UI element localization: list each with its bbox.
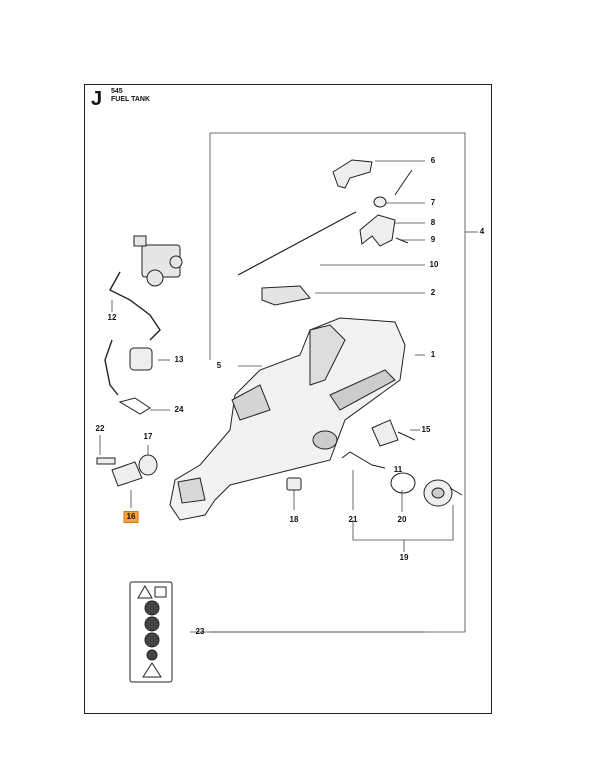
part-number-18: 18 [289, 515, 299, 524]
fuel-hose [104, 271, 161, 396]
part-number-5: 5 [216, 361, 222, 370]
leader-lines [99, 132, 478, 633]
part-number-23: 23 [195, 627, 205, 636]
part-number-9: 9 [430, 235, 436, 244]
throttle-handle-parts [332, 159, 413, 247]
part-number-24: 24 [174, 405, 184, 414]
annular-buffer [371, 419, 416, 447]
section-title: FUEL TANK [111, 96, 151, 103]
clamp [118, 397, 151, 415]
part-number-16-highlighted: 16 [123, 511, 139, 523]
part-number-10: 10 [429, 260, 439, 269]
part-number-19: 19 [399, 553, 409, 562]
fuel-tank-body [169, 317, 406, 521]
section-letter: J [91, 88, 103, 110]
part-number-17: 17 [143, 432, 153, 441]
fuel-cap-parts [341, 451, 463, 507]
part-number-1: 1 [430, 350, 436, 359]
part-number-20: 20 [397, 515, 407, 524]
part-number-2: 2 [430, 288, 436, 297]
throttle-rod [237, 211, 357, 276]
model-number: 545 [111, 88, 123, 95]
part-number-11: 11 [393, 465, 403, 474]
warning-decal [129, 581, 173, 683]
part-number-6: 6 [430, 156, 436, 165]
part-number-21: 21 [348, 515, 358, 524]
fuel-filter [129, 347, 153, 371]
carburetor [133, 235, 183, 287]
part-number-15: 15 [421, 425, 431, 434]
part-number-7: 7 [430, 198, 436, 207]
diagram-frame [84, 84, 492, 714]
mount-parts-left [96, 454, 158, 487]
part-number-8: 8 [430, 218, 436, 227]
part-number-4: 4 [479, 227, 485, 236]
part-number-13: 13 [174, 355, 184, 364]
part-number-22: 22 [95, 424, 105, 433]
part-number-12: 12 [107, 313, 117, 322]
screw-part [286, 477, 302, 491]
bracket-part [261, 285, 311, 306]
